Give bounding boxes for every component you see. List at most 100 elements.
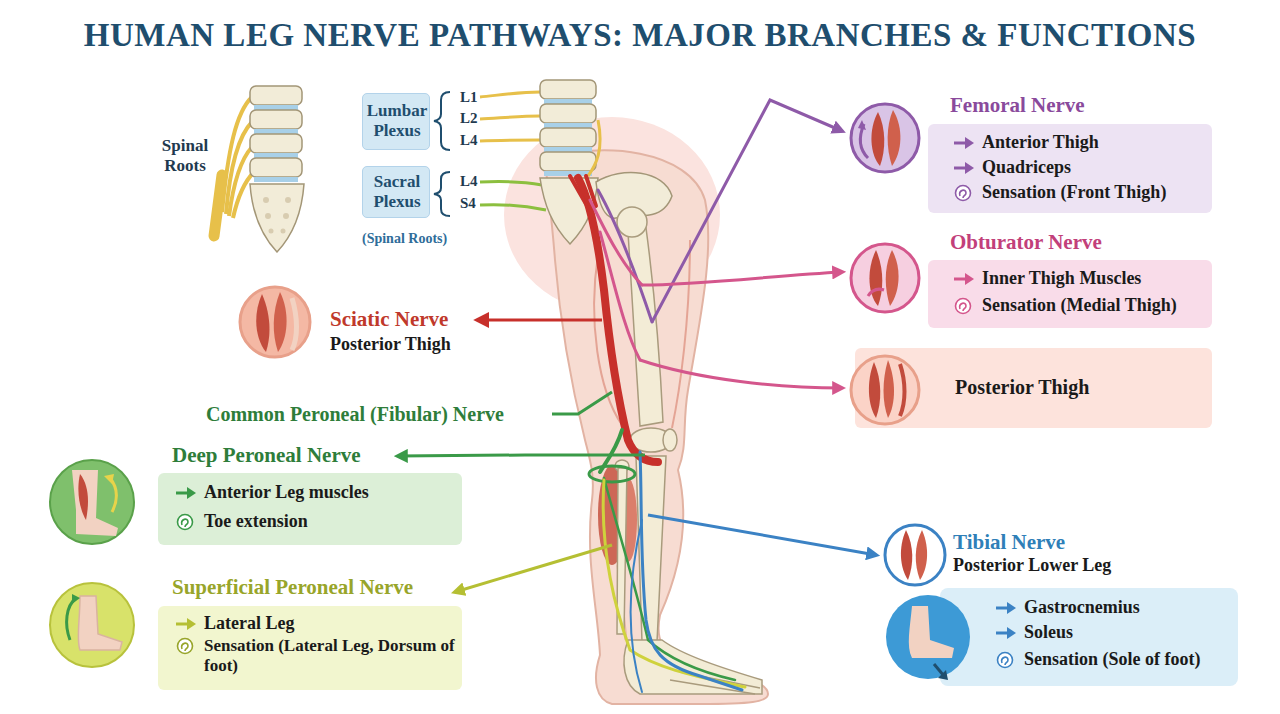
node-text: Soleus bbox=[1024, 622, 1073, 644]
spine-illustration bbox=[250, 158, 302, 177]
node-text: Sensation (Lateral Leg, Dorsum of foot) bbox=[204, 636, 456, 677]
spine-illustration bbox=[250, 86, 302, 105]
node-text: Toe extension bbox=[204, 511, 308, 533]
spine-illustration bbox=[263, 197, 269, 203]
icon-circle bbox=[851, 244, 919, 312]
icon-circle bbox=[886, 250, 899, 306]
arrow-bullet bbox=[952, 270, 976, 288]
icon-circle bbox=[292, 298, 297, 350]
icon-circle bbox=[104, 474, 114, 484]
nerve-label: Posterior Thigh bbox=[330, 334, 451, 356]
node-text: Lumbar Plexus bbox=[363, 101, 431, 142]
panel-heading: Superficial Peroneal Nerve bbox=[172, 575, 413, 600]
nerve-path bbox=[603, 480, 745, 687]
node-text: Gastrocnemius bbox=[1024, 597, 1140, 619]
arrow-bullet bbox=[174, 484, 198, 502]
root-label: L2 bbox=[460, 109, 478, 127]
spine-illustration bbox=[283, 213, 289, 219]
bracket bbox=[434, 92, 450, 216]
leader-arrow bbox=[552, 392, 612, 414]
nerve-path bbox=[604, 478, 735, 680]
icon-circle bbox=[886, 595, 970, 679]
node-text: Sensation (Sole of foot) bbox=[1024, 649, 1201, 671]
icon-circle bbox=[50, 583, 134, 667]
spine-illustration bbox=[285, 197, 291, 203]
leg-body bbox=[504, 117, 768, 704]
spine-illustration bbox=[540, 80, 596, 99]
bracket bbox=[434, 172, 450, 216]
nerve-panel: Femoral NerveAnterior ThighQuadricepsSen… bbox=[928, 124, 1212, 213]
arrow-bullet bbox=[965, 137, 974, 149]
icon-circle bbox=[909, 606, 954, 658]
icon-circle bbox=[256, 294, 269, 352]
icon-circle bbox=[869, 250, 882, 306]
sensation-icon bbox=[960, 190, 966, 198]
sensation-icon bbox=[952, 184, 976, 202]
sensation-icon bbox=[1002, 657, 1008, 665]
icon-circle bbox=[888, 110, 901, 166]
icon-circle bbox=[851, 356, 919, 424]
sensation-icon bbox=[956, 185, 971, 200]
icon-circle bbox=[938, 670, 948, 680]
sensation-icon bbox=[998, 652, 1013, 667]
node-text: Quadriceps bbox=[982, 157, 1071, 179]
icon-circle bbox=[934, 664, 944, 676]
nerve-panel: Deep Peroneal NerveAnterior Leg musclesT… bbox=[158, 473, 462, 545]
root-label: S4 bbox=[460, 194, 476, 212]
spine-illustration bbox=[281, 229, 286, 234]
spine-illustration bbox=[540, 152, 596, 171]
node-text: Posterior Thigh bbox=[955, 375, 1089, 399]
leader-arrow bbox=[478, 319, 602, 322]
icon-circle bbox=[916, 530, 927, 580]
icon-circle bbox=[851, 356, 919, 424]
icon-circle bbox=[885, 525, 945, 585]
arrow-bullet bbox=[174, 615, 198, 633]
arrow-bullet bbox=[187, 487, 196, 499]
node-text: Sacral Plexus bbox=[363, 172, 431, 213]
nerve-panel: Tibial NervePosterior Lower LegGastrocne… bbox=[940, 588, 1238, 686]
spine-illustration bbox=[480, 116, 540, 119]
nerve-path bbox=[570, 176, 745, 692]
sensation-icon bbox=[178, 639, 193, 654]
sensation-icon bbox=[994, 651, 1018, 669]
spine-illustration bbox=[480, 140, 540, 141]
icon-circle bbox=[885, 525, 945, 585]
bone bbox=[663, 429, 677, 451]
icon-circle bbox=[858, 120, 866, 130]
sensation-icon bbox=[174, 513, 198, 531]
leader-arrow bbox=[642, 272, 842, 285]
spine-illustration bbox=[540, 128, 596, 147]
sensation-icon bbox=[182, 519, 188, 527]
icon-circle bbox=[110, 478, 116, 512]
panel-heading: Tibial Nerve bbox=[953, 530, 1065, 555]
arrow-bullet bbox=[952, 134, 976, 152]
arrow-bullet bbox=[994, 624, 1018, 642]
node-text: Anterior Thigh bbox=[982, 132, 1099, 154]
icon-circle bbox=[871, 112, 884, 166]
sensation-icon bbox=[182, 643, 188, 651]
icon-circle bbox=[67, 598, 76, 640]
arrow-bullet bbox=[994, 599, 1018, 617]
node-text: Sensation (Front Thigh) bbox=[982, 182, 1166, 204]
nerve-path bbox=[570, 176, 586, 204]
nerve-path bbox=[590, 200, 642, 285]
spine-illustration bbox=[480, 80, 672, 244]
node-text: Posterior Lower Leg bbox=[953, 555, 1111, 577]
icon-circle bbox=[851, 244, 919, 312]
leader-arrow bbox=[648, 515, 876, 555]
node-text: Lateral Leg bbox=[204, 613, 294, 635]
spine-illustration bbox=[250, 134, 302, 153]
nerve-path bbox=[631, 520, 642, 692]
part-label: Spinal Roots bbox=[146, 136, 224, 177]
node-text: Anterior Leg muscles bbox=[204, 482, 369, 504]
spine-illustration bbox=[480, 92, 540, 97]
icon-circle bbox=[240, 287, 310, 357]
spine-illustration bbox=[250, 110, 302, 129]
icon-circle bbox=[886, 595, 970, 680]
sensation-icon bbox=[178, 514, 193, 529]
bone bbox=[628, 228, 663, 426]
icon-circle bbox=[274, 292, 287, 352]
icon-circle bbox=[50, 460, 134, 544]
